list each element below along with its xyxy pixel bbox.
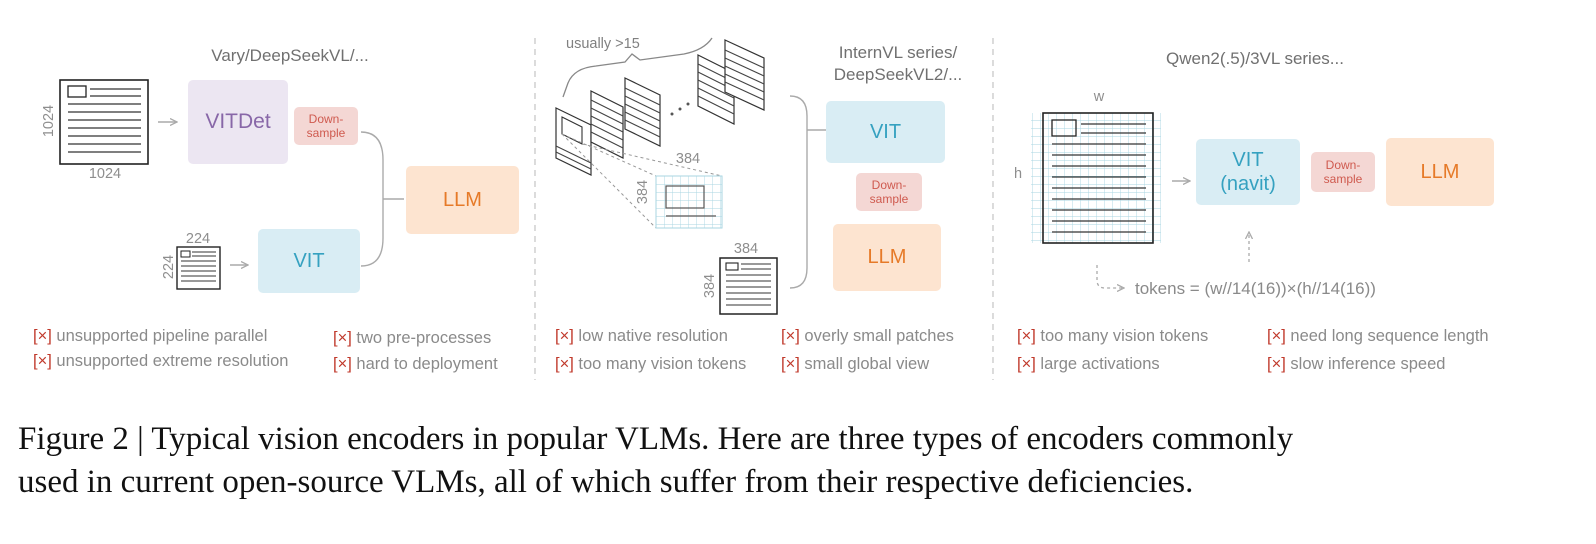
- cross-mark-icon: [×]: [555, 327, 574, 345]
- downsample-box: Down- sample: [1311, 152, 1375, 192]
- cross-mark-icon: [×]: [781, 355, 800, 373]
- vision-encoders-diagram: Vary/DeepSeekVL/... 1024 1024 224 224 VI…: [33, 36, 1596, 380]
- problem-item: [×] slow inference speed: [1267, 355, 1446, 373]
- zoomed-patch-grid: [655, 175, 723, 229]
- tile-sheet: [624, 77, 661, 147]
- diagram-graphics: [59, 37, 1596, 380]
- cross-mark-icon: [×]: [33, 352, 52, 370]
- problem-item: [×] large activations: [1017, 355, 1160, 373]
- patch-width-label: 384: [675, 151, 701, 167]
- panel-title-left: Vary/DeepSeekVL/...: [211, 46, 369, 65]
- doc-height-label: 1024: [41, 104, 57, 138]
- tile-sheet: [590, 90, 624, 159]
- tile-sheet-with-image: [555, 107, 592, 176]
- cross-mark-icon: [×]: [1017, 327, 1036, 345]
- problem-item: [×] two pre-processes: [333, 329, 492, 347]
- tile-sheet: [724, 39, 765, 111]
- vit-encoder-box: VIT: [826, 101, 945, 163]
- cross-mark-icon: [×]: [1267, 327, 1286, 345]
- native-resolution-grid-document: [1031, 112, 1161, 244]
- llm-box: LLM: [406, 166, 519, 234]
- cross-mark-icon: [×]: [1017, 355, 1036, 373]
- downsample-box: Down- sample: [856, 173, 922, 211]
- caption-line: used in current open-source VLMs, all of…: [18, 464, 1194, 500]
- figure-caption: Figure 2 | Typical vision encoders in po…: [18, 418, 1588, 504]
- ellipsis-dots: [670, 102, 690, 116]
- cross-mark-icon: [×]: [555, 355, 574, 373]
- problem-item: [×] need long sequence length: [1267, 327, 1489, 345]
- doc-width-label: 1024: [88, 166, 122, 182]
- small-document-icon: [176, 246, 221, 290]
- zoom-line: [561, 133, 657, 229]
- cross-mark-icon: [×]: [333, 355, 352, 373]
- cross-mark-icon: [×]: [781, 327, 800, 345]
- tile-count-brace: [562, 37, 713, 98]
- cross-mark-icon: [×]: [1267, 355, 1286, 373]
- llm-box: LLM: [1386, 138, 1494, 206]
- downsample-box: Down- sample: [294, 107, 358, 145]
- patch-height-label: 384: [635, 179, 651, 205]
- caption-line: Figure 2 | Typical vision encoders in po…: [18, 421, 1294, 457]
- global-view-document: [719, 257, 778, 315]
- global-height-label: 384: [702, 273, 718, 299]
- problem-item: [×] unsupported extreme resolution: [33, 352, 289, 370]
- problem-item: [×] overly small patches: [781, 327, 954, 345]
- problem-item: [×] unsupported pipeline parallel: [33, 327, 268, 345]
- small-doc-height-label: 224: [161, 254, 177, 280]
- cross-mark-icon: [×]: [33, 327, 52, 345]
- merge-bracket: [789, 95, 808, 289]
- tokens-formula: tokens = (w//14(16))×(h//14(16)): [1135, 279, 1376, 298]
- merge-bracket: [360, 131, 384, 267]
- panel-title-middle: InternVL series/ DeepSeekVL2/...: [833, 43, 963, 84]
- problem-item: [×] low native resolution: [555, 327, 728, 345]
- width-label: w: [1093, 89, 1105, 105]
- tile-count-note: usually >15: [566, 36, 640, 52]
- vitdet-encoder-box: VITDet: [188, 80, 288, 164]
- problem-item: [×] small global view: [781, 355, 930, 373]
- problem-item: [×] too many vision tokens: [1017, 327, 1209, 345]
- llm-box: LLM: [833, 224, 941, 291]
- vit-navit-encoder-box: VIT (navit): [1196, 139, 1300, 205]
- small-doc-width-label: 224: [185, 231, 211, 247]
- panel-title-right: Qwen2(.5)/3VL series...: [1166, 49, 1344, 68]
- vit-encoder-box: VIT: [258, 229, 360, 293]
- global-width-label: 384: [733, 241, 759, 257]
- problem-item: [×] hard to deployment: [333, 355, 498, 373]
- height-label: h: [1013, 166, 1023, 182]
- large-document-icon: [59, 79, 149, 165]
- dashed-arrow: [1096, 265, 1124, 288]
- zoom-line: [561, 133, 657, 177]
- problem-item: [×] too many vision tokens: [555, 355, 747, 373]
- cross-mark-icon: [×]: [333, 329, 352, 347]
